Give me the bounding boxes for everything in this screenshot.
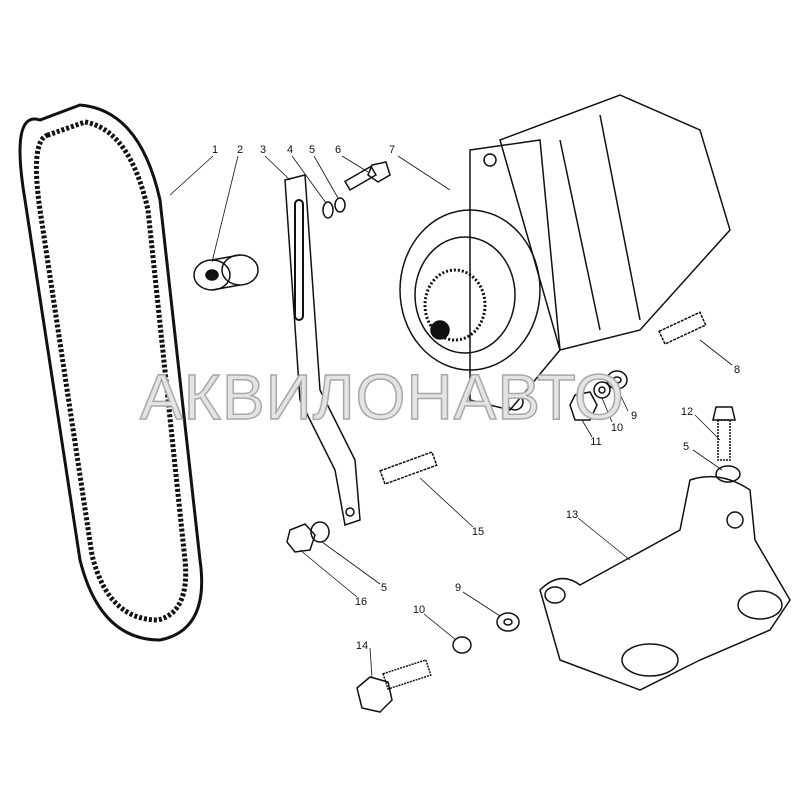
callout-16: 16 — [354, 596, 368, 608]
callout-4: 4 — [286, 144, 294, 156]
top-fasteners — [322, 161, 391, 219]
callout-10-lower: 10 — [412, 604, 426, 616]
bolt-lower — [356, 658, 432, 713]
callout-14: 14 — [355, 640, 369, 652]
callout-5-lower: 5 — [380, 582, 388, 594]
callout-5-right: 5 — [682, 441, 690, 453]
callout-11: 11 — [590, 436, 602, 448]
mounting-bracket-part — [539, 475, 791, 691]
callout-9-lower: 9 — [454, 582, 462, 594]
callout-3: 3 — [259, 144, 267, 156]
callout-8: 8 — [733, 364, 741, 376]
callout-6: 6 — [334, 144, 342, 156]
callout-9-right: 9 — [630, 410, 638, 422]
callout-7: 7 — [388, 144, 396, 156]
callout-5-top: 5 — [308, 144, 316, 156]
callout-1: 1 — [211, 144, 219, 156]
callout-13: 13 — [565, 509, 579, 521]
right-fasteners — [569, 370, 628, 421]
tension-bracket-part — [284, 174, 361, 526]
stud-right — [658, 311, 707, 345]
callout-2: 2 — [236, 144, 244, 156]
callout-12: 12 — [680, 406, 694, 418]
callout-10-right: 10 — [610, 422, 624, 434]
v-belt — [18, 103, 204, 642]
lower-fasteners — [286, 521, 330, 553]
callout-15: 15 — [471, 526, 485, 538]
lower-washers — [452, 612, 520, 654]
bolt-right — [712, 406, 741, 483]
leader-lines — [169, 155, 733, 679]
spacer-part — [193, 254, 259, 291]
watermark: АКВИЛОНАВТО — [139, 360, 625, 434]
alternator-part — [399, 94, 731, 411]
stud-center — [379, 451, 438, 485]
